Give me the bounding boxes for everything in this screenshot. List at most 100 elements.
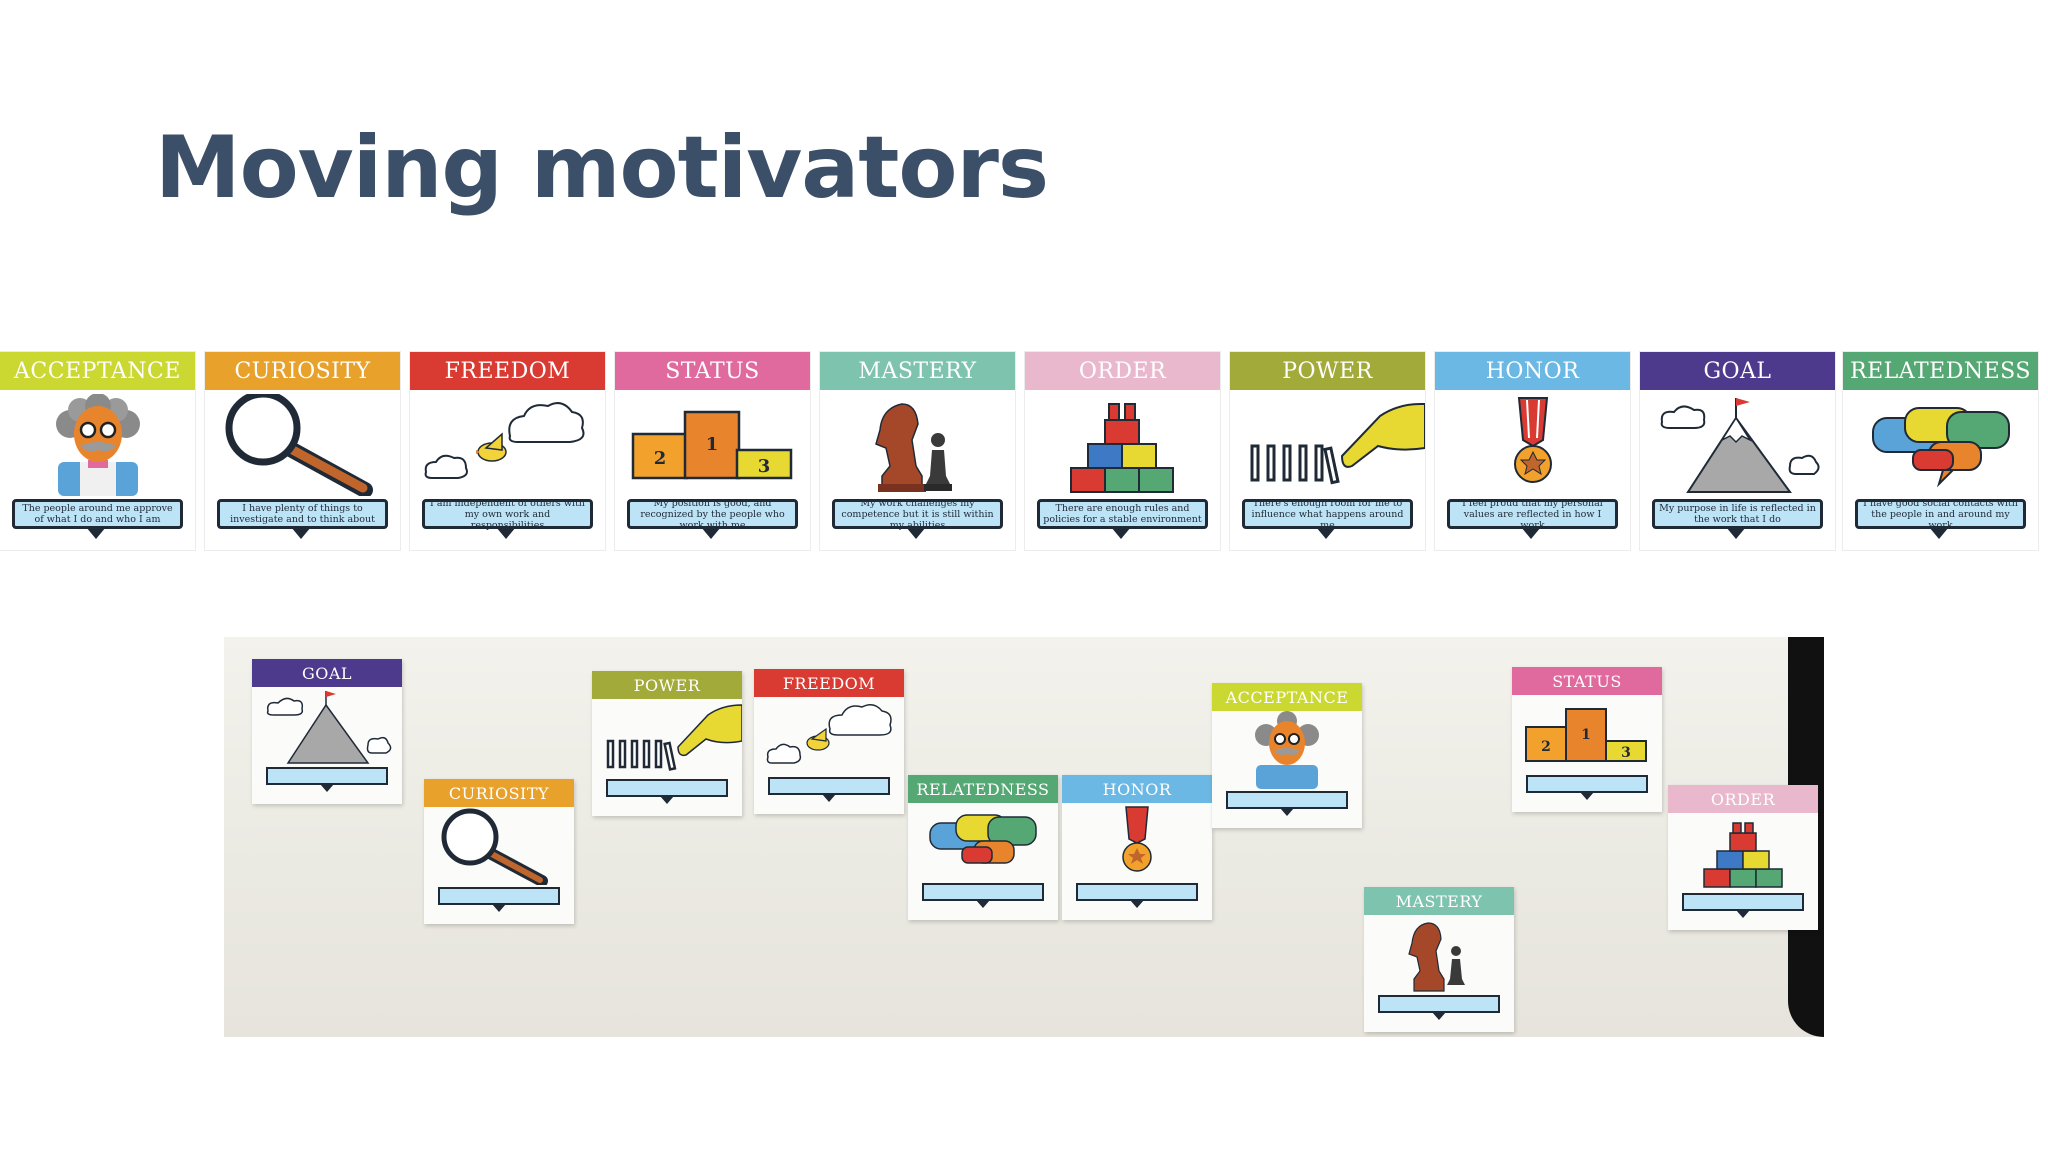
bubble-tail [976, 900, 990, 908]
bubble-tail [291, 527, 311, 539]
card-mastery: MASTERY My work challenges my competence… [820, 352, 1015, 550]
medal-icon [1514, 397, 1552, 483]
speech-bubbles-icon [929, 814, 1037, 864]
board-card-title: STATUS [1512, 667, 1662, 695]
bubble-tail [1929, 527, 1949, 539]
card-title: CURIOSITY [205, 352, 400, 390]
bubble-tail [822, 794, 836, 802]
bubble-tail [1726, 527, 1746, 539]
blocks-icon [1070, 403, 1174, 493]
card-acceptance: ACCEPTANCE The people around me approve … [0, 352, 195, 550]
bubble-tail [1736, 910, 1750, 918]
card-description: My purpose in life is reflected in the w… [1652, 499, 1823, 529]
chess-icon [875, 403, 952, 492]
dominoes-icon [1250, 403, 1425, 485]
bubble-tail [701, 527, 721, 539]
bird-icon [766, 704, 892, 764]
bubble-tail [320, 784, 334, 792]
card-relatedness: RELATEDNESS I have good social contacts … [1843, 352, 2038, 550]
bubble-tail [496, 527, 516, 539]
card-title: ORDER [1025, 352, 1220, 390]
bubble-tail [1130, 900, 1144, 908]
bubble-tail [492, 904, 506, 912]
card-description: The people around me approve of what I d… [12, 499, 183, 529]
board-card-title: MASTERY [1364, 887, 1514, 915]
board-card-goal: GOAL [252, 659, 402, 804]
chess-icon [1408, 922, 1465, 992]
bubble-tail [906, 527, 926, 539]
card-title: HONOR [1435, 352, 1630, 390]
board-card-bubble [1226, 791, 1348, 809]
card-description: I have plenty of things to investigate a… [217, 499, 388, 529]
card-power: POWER There's enough room for me to infl… [1230, 352, 1425, 550]
board-card-title: POWER [592, 671, 742, 699]
whiteboard-photo: GOAL CURIOSITY POWER [224, 637, 1824, 1037]
card-order: ORDER There are enough rules and policie… [1025, 352, 1220, 550]
card-goal: GOAL My purpose in life is reflected in … [1640, 352, 1835, 550]
board-card-power: POWER [592, 671, 742, 816]
speech-bubbles-icon [1872, 407, 2010, 488]
svg-text:3: 3 [1621, 745, 1631, 761]
board-card-bubble [768, 777, 890, 795]
bubble-tail [660, 796, 674, 804]
board-card-bubble [1378, 995, 1500, 1013]
card-freedom: FREEDOM I am independent of others with … [410, 352, 605, 550]
board-card-acceptance: ACCEPTANCE [1212, 683, 1362, 828]
card-honor: HONOR I feel proud that my personal valu… [1435, 352, 1630, 550]
card-description: There are enough rules and policies for … [1037, 499, 1208, 529]
dominoes-icon [606, 704, 742, 771]
podium-icon: 2 1 3 [1525, 708, 1647, 762]
magnifier-icon [225, 394, 373, 496]
card-title: MASTERY [820, 352, 1015, 390]
bubble-tail [1432, 1012, 1446, 1020]
bird-icon [424, 402, 585, 479]
card-status: STATUS 2 1 3 My position is good, and re… [615, 352, 810, 550]
board-card-bubble [1076, 883, 1198, 901]
board-card-title: RELATEDNESS [908, 775, 1058, 803]
blocks-icon [1703, 822, 1783, 888]
card-curiosity: CURIOSITY I have plenty of things to inv… [205, 352, 400, 550]
card-title: POWER [1230, 352, 1425, 390]
svg-text:3: 3 [758, 456, 771, 477]
board-card-title: ACCEPTANCE [1212, 683, 1362, 711]
bubble-tail [1111, 527, 1131, 539]
board-card-bubble [606, 779, 728, 797]
board-card-title: HONOR [1062, 775, 1212, 803]
card-title: RELATEDNESS [1843, 352, 2038, 390]
card-title: FREEDOM [410, 352, 605, 390]
mountain-icon [266, 691, 392, 764]
medal-icon [1122, 806, 1152, 872]
svg-text:1: 1 [1581, 727, 1591, 743]
board-card-bubble [1526, 775, 1648, 793]
board-card-honor: HONOR [1062, 775, 1212, 920]
magnifier-icon [441, 808, 548, 885]
card-description: I feel proud that my personal values are… [1447, 498, 1618, 531]
card-title: ACCEPTANCE [0, 352, 195, 390]
card-description: I am independent of others with my own w… [422, 498, 593, 531]
board-card-title: CURIOSITY [424, 779, 574, 807]
card-description: There's enough room for me to influence … [1242, 498, 1413, 531]
card-description: I have good social contacts with the peo… [1855, 498, 2026, 531]
bubble-tail [1280, 808, 1294, 816]
professor-icon [1255, 711, 1319, 789]
slide-title: Moving motivators [155, 118, 1049, 218]
svg-text:1: 1 [706, 434, 719, 455]
professor-icon [56, 394, 140, 496]
bubble-tail [1521, 527, 1541, 539]
podium-icon: 2 1 3 [631, 410, 793, 480]
board-card-status: STATUS 2 1 3 [1512, 667, 1662, 812]
card-title: STATUS [615, 352, 810, 390]
bubble-tail [1580, 792, 1594, 800]
board-card-relatedness: RELATEDNESS [908, 775, 1058, 920]
board-card-title: ORDER [1668, 785, 1818, 813]
board-card-title: FREEDOM [754, 669, 904, 697]
card-description: My position is good, and recognized by t… [627, 498, 798, 531]
board-card-order: ORDER [1668, 785, 1818, 930]
bubble-tail [1316, 527, 1336, 539]
board-card-curiosity: CURIOSITY [424, 779, 574, 924]
board-card-freedom: FREEDOM [754, 669, 904, 814]
board-card-bubble [922, 883, 1044, 901]
board-card-mastery: MASTERY [1364, 887, 1514, 1032]
bubble-tail [86, 527, 106, 539]
card-description: My work challenges my competence but it … [832, 498, 1003, 531]
